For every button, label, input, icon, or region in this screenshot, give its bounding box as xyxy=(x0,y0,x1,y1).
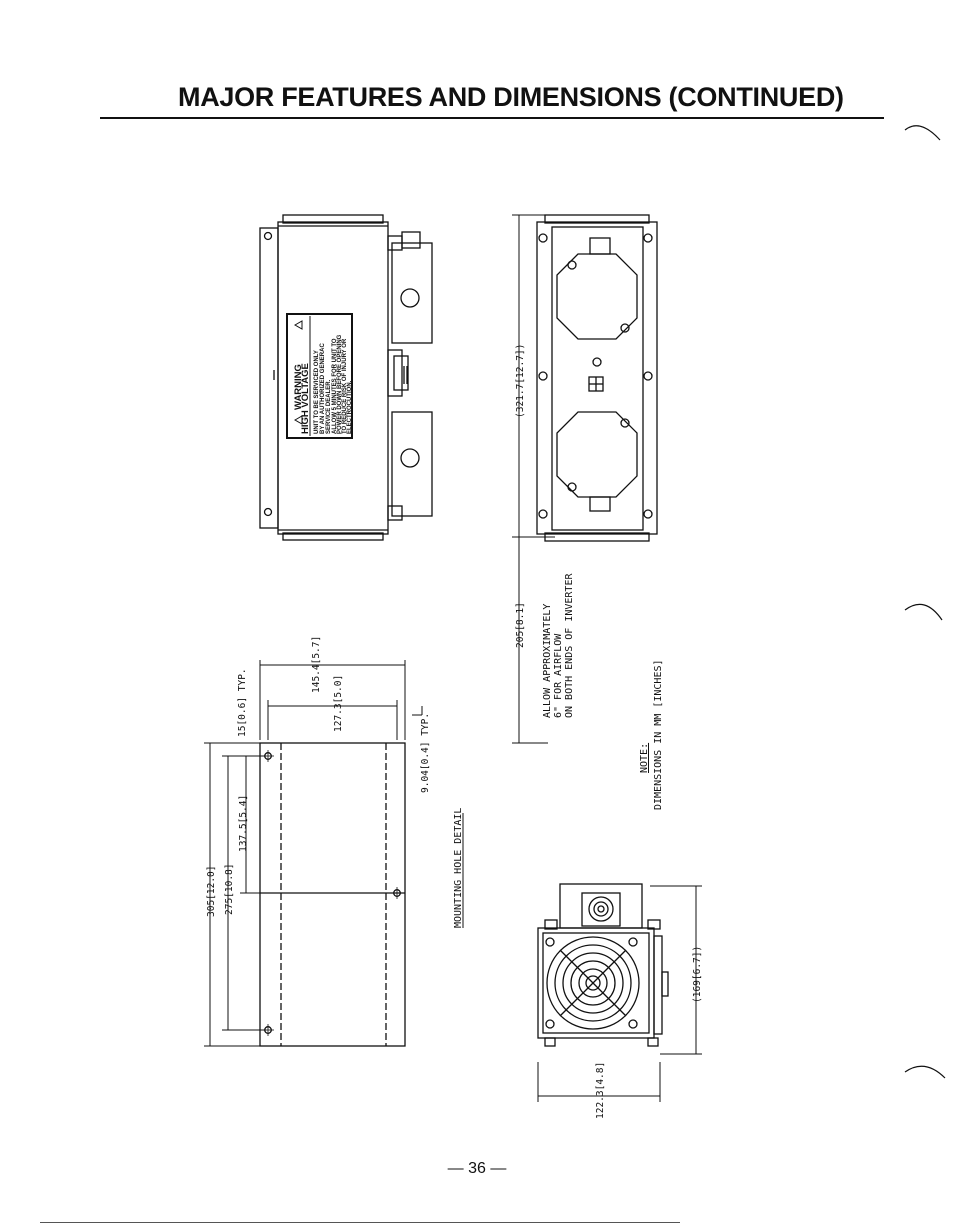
dim-width-outer: 145.4[5.7] xyxy=(311,636,322,693)
end-view-unit xyxy=(536,214,658,542)
corner-mark xyxy=(904,603,943,621)
warning-triangle-icon xyxy=(293,320,303,425)
title-underline xyxy=(100,117,884,119)
page-number: — 36 — xyxy=(447,1160,507,1177)
airflow-note-line: 6" FOR AIRFLOW xyxy=(553,633,564,718)
dim-length-mid: 275[10.8] xyxy=(224,864,235,915)
dim-hole-dia: 9.04[0.4] TYP. xyxy=(420,713,431,793)
page-title: MAJOR FEATURES AND DIMENSIONS (CONTINUED… xyxy=(178,82,844,112)
warning-label: WARNING HIGH VOLTAGE UNIT TO BE SERVICED… xyxy=(293,320,353,434)
dimension-lines-fan-view xyxy=(537,885,702,1102)
dim-width-inner: 127.3[5.0] xyxy=(333,675,344,732)
corner-mark xyxy=(904,125,941,141)
fan-end-view xyxy=(537,883,669,1047)
warning-line: ALLOW 5 MINUTES FOR UNIT TO xyxy=(332,338,338,434)
warning-heading: WARNING xyxy=(293,364,304,410)
warning-line: SERVICE DEALER. xyxy=(326,379,332,434)
bottom-rule xyxy=(40,1222,680,1223)
units-note: DIMENSIONS IN MM [INCHES] xyxy=(653,659,664,810)
warning-subheading: HIGH VOLTAGE xyxy=(300,363,311,434)
dimension-lines-mounting xyxy=(204,660,423,1047)
mounting-plate xyxy=(259,742,406,1047)
warning-line: BY AN AUTHORIZED GENERAC xyxy=(320,343,326,434)
dim-end-height: (169[6.7]) xyxy=(692,946,703,1003)
airflow-note-line: ALLOW APPROXIMATELY xyxy=(542,604,553,718)
warning-line: TO REDUCE RISK OF INJURY OR xyxy=(342,338,348,434)
warning-line: UNIT TO BE SERVICED ONLY xyxy=(314,350,320,434)
dim-length-inner: 137.5[5.4] xyxy=(238,795,249,852)
mounting-detail-label: MOUNTING HOLE DETAIL xyxy=(453,808,464,928)
corner-mark xyxy=(904,1065,946,1079)
dim-end-width: 122.3[4.8] xyxy=(595,1062,606,1119)
dim-top-height: (321.7[12.7]) xyxy=(515,344,526,418)
warning-line: POWER DOWN BEFORE OPENING xyxy=(337,334,343,434)
note-heading: NOTE: xyxy=(639,743,650,773)
airflow-note-line: ON BOTH ENDS OF INVERTER xyxy=(564,573,575,718)
dimension-lines-end-view xyxy=(512,214,555,744)
dim-length-outer: 305[12.0] xyxy=(206,866,217,917)
warning-line: ELECTROCUTION. xyxy=(347,380,353,434)
dim-airflow-gap: 205[8.1] xyxy=(515,602,526,648)
side-view-unit xyxy=(259,214,433,541)
dim-hole-offset: 15[0.6] TYP. xyxy=(237,668,248,737)
